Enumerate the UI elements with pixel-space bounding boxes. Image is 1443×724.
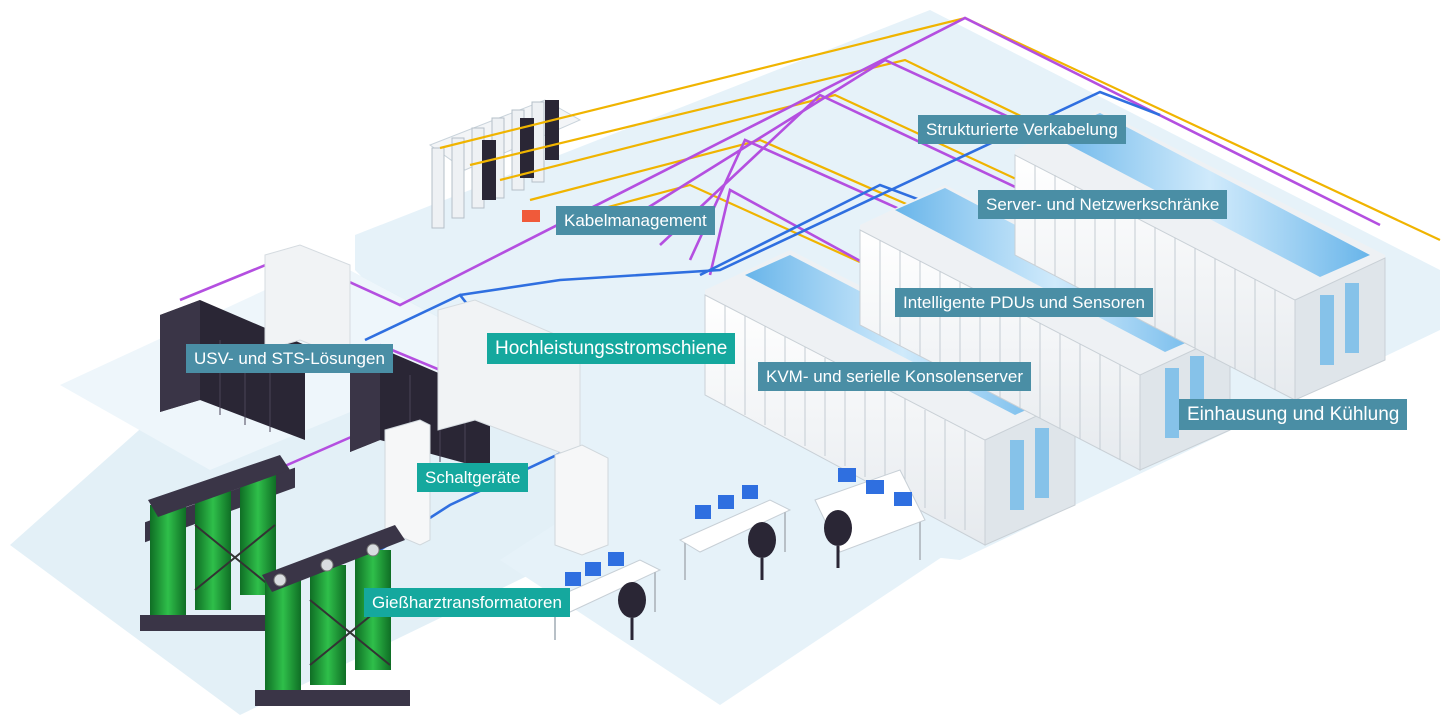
monitor-icon [838,468,856,482]
office-chair-icon [748,522,776,558]
workstation-icon [548,468,926,640]
monitor-icon [565,572,581,586]
label-switchgear[interactable]: Schaltgeräte [417,463,529,492]
switchgear-cabinets [264,244,609,556]
cable-organizer-icon [522,210,540,222]
label-containment-cooling[interactable]: Einhausung und Kühlung [1179,399,1408,430]
monitor-icon [608,552,624,566]
label-ups-sts[interactable]: USV- und STS-Lösungen [186,344,393,373]
monitor-icon [695,505,711,519]
label-cast-resin-transformers[interactable]: Gießharztransformatoren [364,588,570,617]
label-server-network-racks[interactable]: Server- und Netzwerkschränke [978,190,1228,219]
office-chair-icon [618,582,646,618]
office-chair-icon [824,510,852,546]
label-busway[interactable]: Hochleistungsstromschiene [487,333,736,364]
monitor-icon [742,485,758,499]
monitor-icon [585,562,601,576]
label-smart-pdus[interactable]: Intelligente PDUs und Sensoren [895,288,1153,317]
label-kvm[interactable]: KVM- und serielle Konsolenserver [758,362,1032,391]
label-cable-management[interactable]: Kabelmanagement [556,206,715,235]
label-structured-cabling[interactable]: Strukturierte Verkabelung [918,115,1126,144]
monitor-icon [894,492,912,506]
monitor-icon [866,480,884,494]
monitor-icon [718,495,734,509]
